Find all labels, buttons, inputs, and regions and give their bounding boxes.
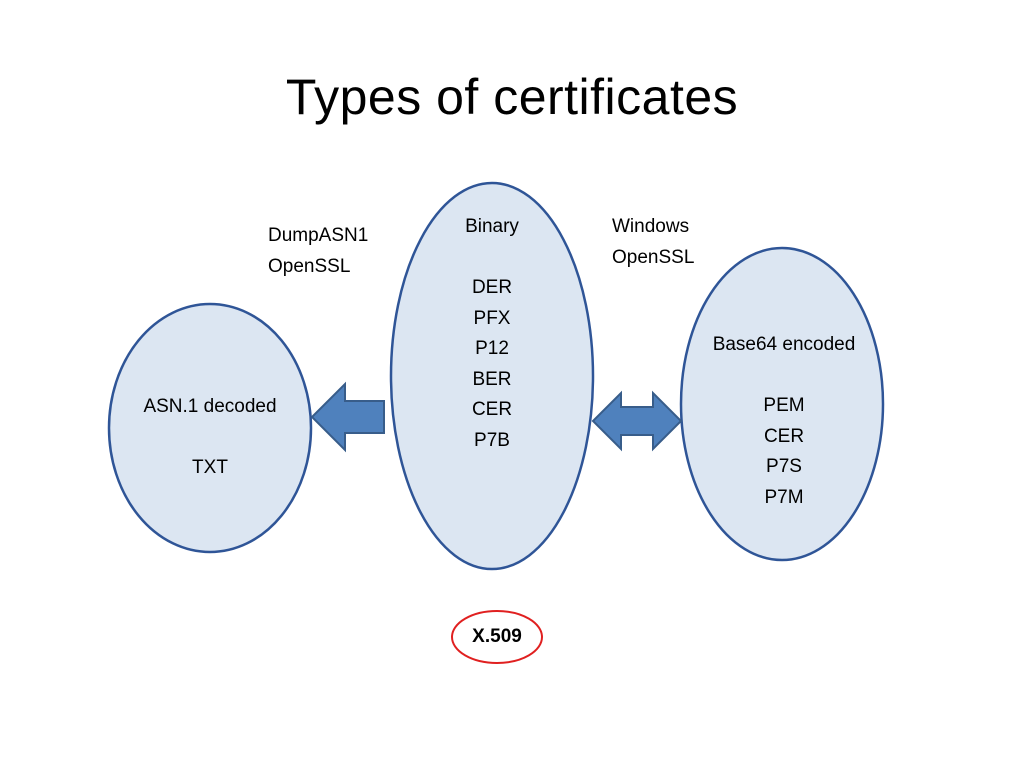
arrow-left-right-icon bbox=[591, 390, 683, 452]
x509-highlight-ring bbox=[451, 610, 543, 664]
base64-line: P7M bbox=[764, 486, 804, 508]
binary-line: Binary bbox=[465, 216, 519, 237]
asn1-line: ASN.1 decoded bbox=[143, 396, 277, 417]
binary-line: CER bbox=[471, 399, 513, 420]
binary-line: PFX bbox=[473, 307, 511, 329]
base64-line: Base64 encoded bbox=[712, 334, 856, 355]
arrow-left-icon bbox=[310, 381, 385, 453]
asn1-decoded-ellipse bbox=[107, 302, 313, 554]
binary-ellipse bbox=[389, 181, 595, 571]
tool-name: Windows bbox=[612, 216, 690, 237]
binary-line: P12 bbox=[475, 338, 509, 359]
binary-to-asn1-tools: DumpASN1 OpenSSL bbox=[268, 220, 368, 282]
base64-encoded-ellipse bbox=[679, 246, 885, 562]
binary-line: DER bbox=[471, 277, 513, 298]
binary-formats-text: Binary DER PFX P12 BER CER P7B bbox=[392, 212, 592, 456]
base64-line: PEM bbox=[763, 395, 805, 416]
binary-line: P7B bbox=[474, 429, 510, 451]
tool-name: DumpASN1 bbox=[268, 225, 369, 246]
binary-line: BER bbox=[472, 368, 512, 390]
tool-name: OpenSSL bbox=[612, 247, 695, 268]
asn1-line: TXT bbox=[192, 457, 228, 478]
binary-line bbox=[392, 243, 592, 274]
base64-line: P7S bbox=[766, 456, 802, 477]
binary-to-base64-tools: Windows OpenSSL bbox=[612, 211, 694, 273]
asn1-decoded-text: ASN.1 decoded TXT bbox=[110, 392, 310, 484]
base64-line: CER bbox=[763, 425, 805, 447]
base64-formats-text: Base64 encoded PEM CER P7S P7M bbox=[684, 330, 884, 513]
slide-title: Types of certificates bbox=[285, 69, 739, 125]
x509-standard-label: X.509 bbox=[472, 626, 522, 647]
base64-line bbox=[684, 361, 884, 392]
tool-name: OpenSSL bbox=[268, 256, 351, 277]
asn1-line bbox=[110, 423, 310, 454]
